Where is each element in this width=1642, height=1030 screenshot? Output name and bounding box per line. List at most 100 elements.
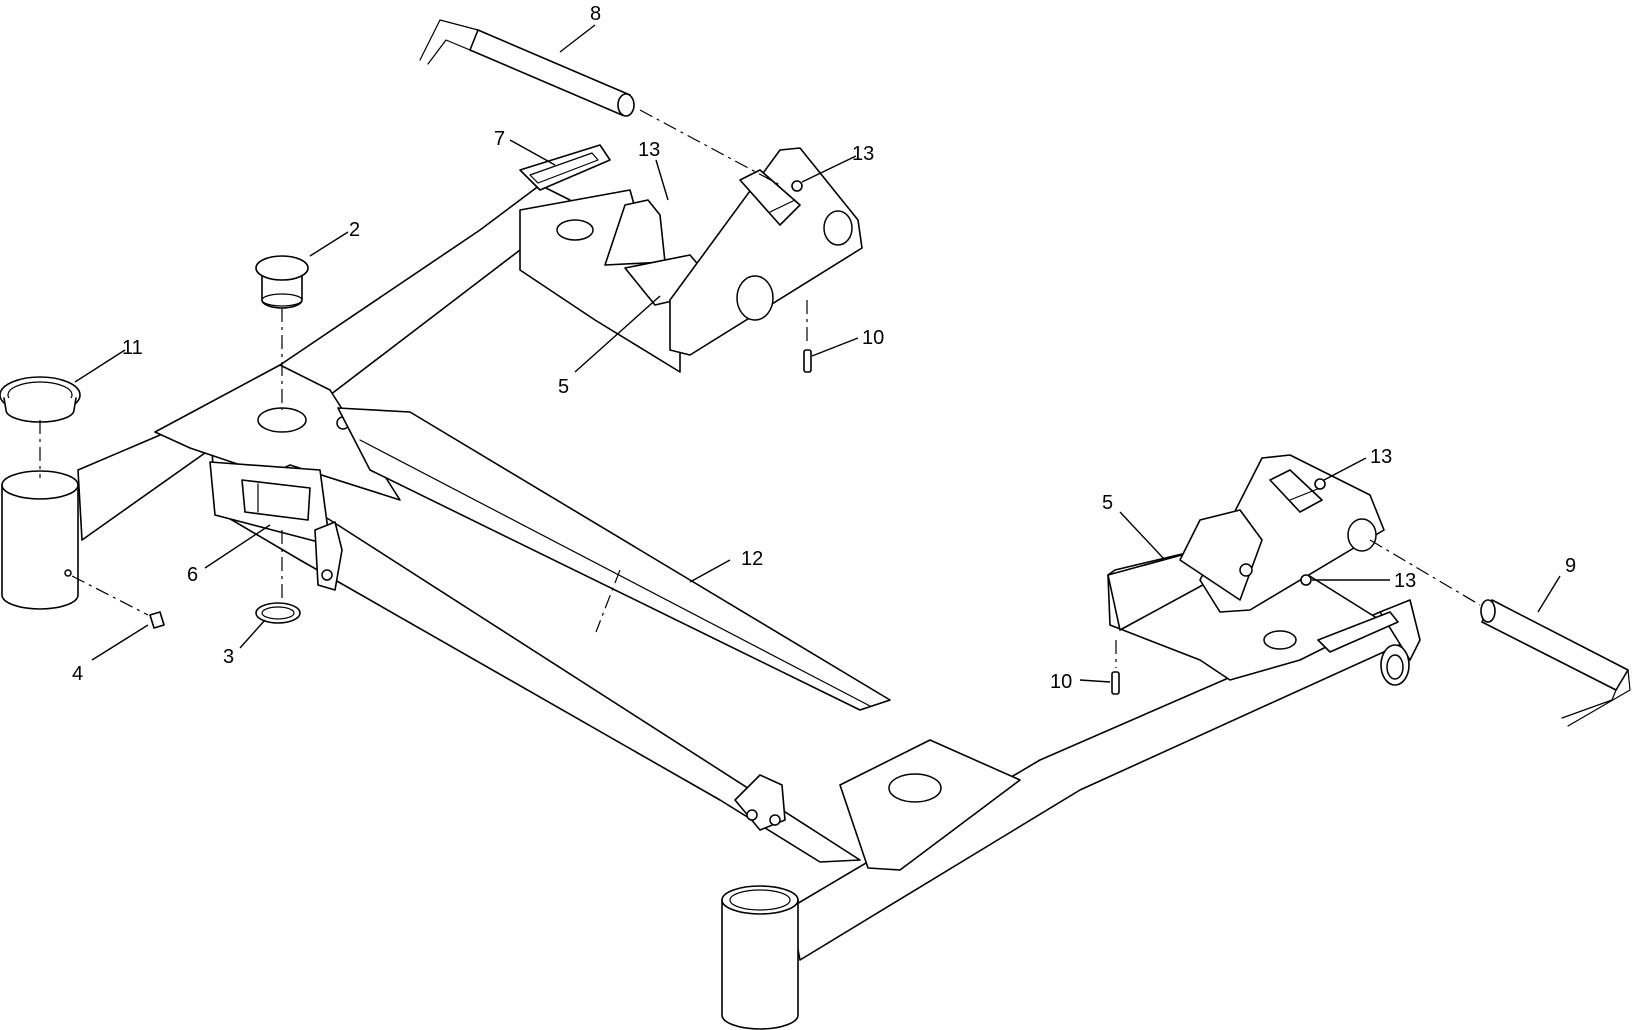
upper-bracket-base-hole — [556, 219, 594, 241]
callout-7: 7 — [494, 128, 505, 150]
callout-3: 3 — [223, 646, 234, 668]
pin-9-handle — [1561, 669, 1631, 727]
snap-ring-3 — [255, 602, 301, 624]
pin-9-end — [1480, 599, 1496, 623]
leader-13c — [1323, 457, 1367, 481]
center-plate-hole — [257, 407, 307, 433]
right-vertical-tube — [721, 885, 799, 1030]
leader-10a — [811, 337, 859, 357]
roll-pin-10-upper — [803, 349, 812, 373]
centerline-fitting-4 — [71, 575, 149, 616]
bushing-2-top — [255, 255, 309, 281]
grease-fitting-13-a — [791, 180, 803, 192]
callout-13a: 13 — [638, 139, 660, 161]
bushing-2-ring — [261, 293, 303, 307]
bushing-11-body — [3, 397, 77, 423]
leader-5b — [1119, 511, 1166, 561]
right-bracket-ear — [1179, 509, 1263, 601]
right-bracket-slot — [1289, 487, 1321, 501]
right-vertical-tube-body — [721, 899, 799, 1030]
lower-ear-tab-hole-b — [769, 814, 781, 826]
leader-13a — [655, 159, 669, 201]
upper-bracket-assembly — [519, 147, 863, 373]
callout-8: 8 — [590, 3, 601, 25]
callout-6: 6 — [187, 564, 198, 586]
snap-ring-3-outer — [255, 602, 301, 624]
leader-lines — [74, 24, 1561, 683]
pin-8 — [419, 19, 635, 117]
pin-8-shaft — [469, 29, 631, 116]
upper-bracket-bore-small — [823, 210, 853, 246]
right-rail-pad — [1317, 611, 1399, 653]
callout-4: 4 — [72, 663, 83, 685]
callout-2: 2 — [349, 219, 360, 241]
right-bracket-base-hole — [1263, 630, 1297, 650]
centerline-pin-9 — [1369, 539, 1481, 606]
lower-center-bracket — [734, 739, 1021, 871]
lower-ear-tab-hole-a — [746, 809, 758, 821]
upper-bracket-bore-large — [736, 275, 774, 321]
callout-13d: 13 — [1394, 570, 1416, 592]
leader-3 — [239, 619, 266, 649]
right-tube-end-bore — [1386, 654, 1404, 680]
lower-center-plate — [839, 739, 1021, 871]
centerlines — [39, 109, 1481, 668]
leader-7 — [509, 139, 556, 166]
upper-bracket-side-plate — [669, 147, 863, 356]
right-vertical-tube-bore — [729, 889, 791, 911]
roll-pins-10 — [803, 349, 1120, 695]
leader-11 — [74, 349, 126, 383]
grease-fitting-13-b — [1314, 478, 1326, 490]
grease-fitting-13-c — [1300, 574, 1312, 586]
left-vertical-tube — [0, 376, 81, 610]
leader-12 — [689, 559, 731, 583]
left-box-label — [241, 479, 311, 521]
leader-13b — [801, 155, 857, 183]
callout-13c: 13 — [1370, 446, 1392, 468]
centerline-wedge — [595, 569, 621, 633]
right-bracket-bore — [1347, 518, 1377, 552]
callout-13b: 13 — [852, 143, 874, 165]
leader-6 — [204, 524, 271, 569]
pin-9 — [1480, 599, 1631, 727]
grease-fittings-13 — [791, 180, 1326, 586]
centerline-pin-8 — [639, 109, 781, 186]
leader-8 — [559, 24, 596, 53]
right-bracket-pivot-tube — [1269, 469, 1323, 513]
right-bracket-ear-hole — [1239, 563, 1253, 577]
leader-9 — [1537, 575, 1561, 613]
pin-8-end — [617, 93, 635, 117]
leader-2 — [309, 231, 349, 257]
snap-ring-3-inner — [261, 606, 295, 620]
left-vertical-tube-top — [1, 470, 79, 500]
left-vertical-tube-body — [1, 484, 79, 610]
roll-pin-10-lower — [1111, 671, 1120, 695]
callout-5b: 5 — [1102, 492, 1113, 514]
leader-4 — [91, 624, 149, 661]
left-vertical-tube-hole — [64, 569, 72, 577]
right-bracket-assembly — [1107, 454, 1399, 681]
left-upper-pad — [519, 144, 611, 191]
wedge-plate-edge — [359, 439, 871, 707]
left-box-tab-hole — [321, 569, 333, 581]
leader-5a — [574, 295, 661, 373]
callout-11: 11 — [122, 337, 143, 359]
callout-9: 9 — [1565, 555, 1576, 577]
lower-center-plate-hole — [888, 773, 942, 803]
left-upper-pad-inner — [529, 152, 599, 184]
main-frame — [77, 144, 1421, 961]
leader-10b — [1079, 679, 1111, 683]
callout-5a: 5 — [558, 376, 569, 398]
upper-bracket-pivot-tube — [739, 169, 801, 226]
grease-fitting-4-body — [149, 611, 165, 629]
grease-fitting-4 — [149, 611, 165, 629]
pin-9-shaft — [1481, 599, 1629, 691]
bushing-2 — [255, 255, 309, 309]
upper-bracket-slot — [769, 199, 796, 213]
callout-12: 12 — [741, 548, 763, 570]
pin-8-handle — [419, 19, 479, 65]
callout-10a: 10 — [862, 327, 884, 349]
right-vertical-tube-top — [721, 885, 799, 915]
callout-labels: 8 7 13 13 2 11 5 10 6 4 3 12 13 5 13 9 1… — [72, 3, 1576, 693]
